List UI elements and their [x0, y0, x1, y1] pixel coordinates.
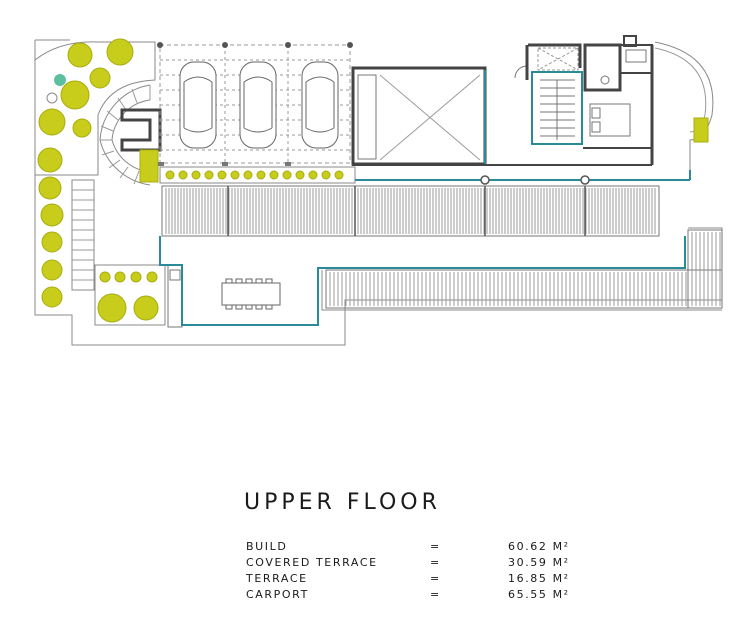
area-value: 30.59 M² [508, 555, 570, 569]
car-1 [179, 61, 217, 149]
area-label: BUILD [246, 539, 288, 553]
area-row-covered-terrace: COVERED TERRACE = 30.59 M² [246, 554, 628, 570]
area-row-build: BUILD = 60.62 M² [246, 538, 628, 554]
area-label: TERRACE [246, 571, 308, 585]
area-row-terrace: TERRACE = 16.85 M² [246, 570, 628, 586]
area-value: 65.55 M² [508, 587, 570, 601]
terrace-deck [325, 229, 723, 309]
area-equals: = [430, 587, 441, 601]
stair-core [120, 108, 162, 183]
area-equals: = [430, 571, 441, 585]
floor-plan-drawing [34, 35, 723, 346]
garden-lower-left [71, 179, 183, 328]
glazing-line [355, 170, 691, 181]
page-title: UPPER FLOOR [244, 490, 441, 515]
area-row-carport: CARPORT = 65.55 M² [246, 586, 628, 602]
house-core [514, 35, 654, 165]
garden-left [34, 38, 156, 308]
terrace-right [654, 41, 714, 170]
area-value: 16.85 M² [508, 571, 570, 585]
area-label: COVERED TERRACE [246, 555, 378, 569]
area-equals: = [430, 539, 441, 553]
planter-strip [159, 166, 356, 184]
carport [157, 42, 353, 166]
area-label: CARPORT [246, 587, 309, 601]
area-value: 60.62 M² [508, 539, 570, 553]
area-schedule: BUILD = 60.62 M² COVERED TERRACE = 30.59… [246, 538, 628, 602]
atrium-void [351, 66, 487, 166]
covered-terrace [161, 185, 660, 237]
car-3 [301, 61, 339, 149]
spiral-staircase [99, 84, 151, 186]
area-equals: = [430, 555, 441, 569]
dining-table [221, 278, 281, 310]
car-2 [239, 61, 277, 149]
lower-terrace [159, 236, 722, 326]
